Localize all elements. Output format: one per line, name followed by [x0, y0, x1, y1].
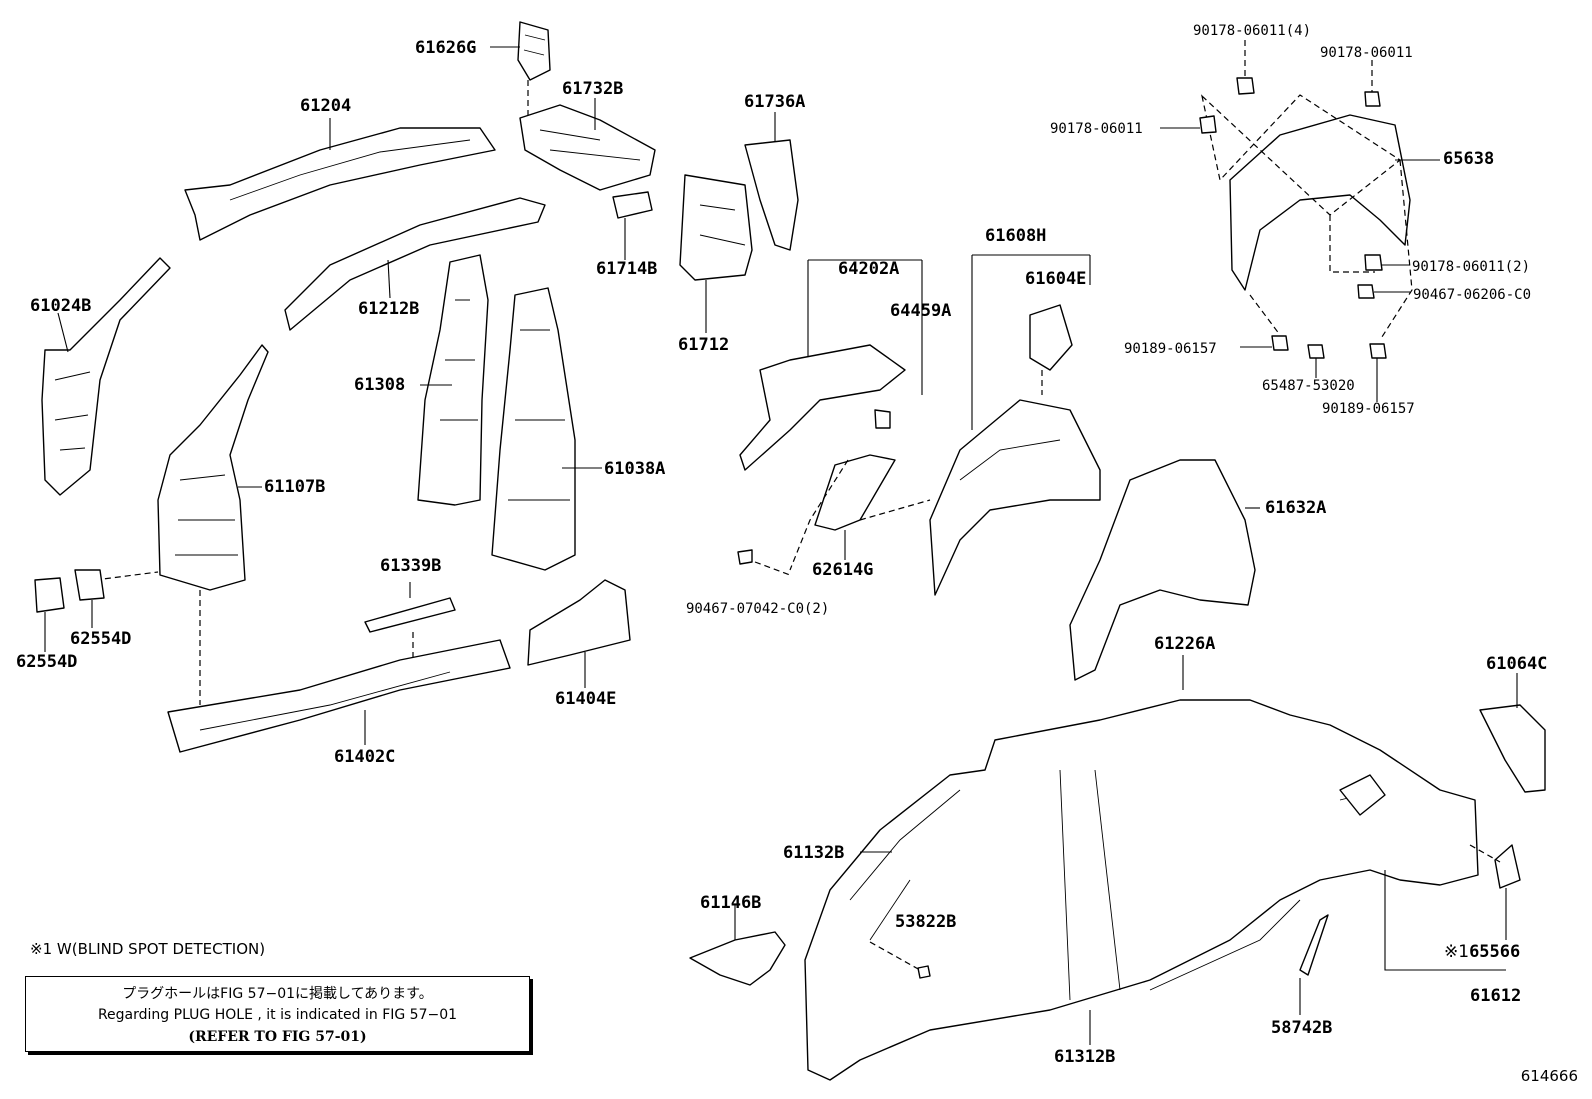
part-61736A-drawing: [744, 112, 799, 251]
label-61604E: 61604E: [1025, 269, 1087, 289]
label-65566: ※165566: [1444, 943, 1520, 961]
label-90467-06206: 90467-06206-C0: [1413, 287, 1532, 303]
label-61736A: 61736A: [744, 92, 806, 112]
label-90178-06011-2: 90178-06011(2): [1412, 259, 1531, 275]
label-61626G: 61626G: [415, 38, 477, 58]
label-64202A: 64202A: [838, 259, 900, 279]
label-65487-53020: 65487-53020: [1262, 378, 1355, 394]
label-61146B: 61146B: [700, 893, 762, 913]
part-61064C-drawing: [1479, 673, 1546, 793]
label-64459A: 64459A: [890, 301, 952, 321]
label-58742B: 58742B: [1271, 1018, 1333, 1038]
part-61038A-drawing: [491, 287, 602, 571]
label-61064C: 61064C: [1486, 654, 1548, 674]
part-61107B-drawing: [94, 344, 269, 705]
label-61339B: 61339B: [380, 556, 442, 576]
part-61212B-drawing: [284, 197, 546, 331]
part-61312B-drawing: [804, 655, 1479, 1081]
part-65638-drawing: [1160, 40, 1440, 402]
part-61608H-drawing: [929, 254, 1101, 596]
label-90178-06011-top: 90178-06011: [1320, 45, 1413, 61]
part-58742B-drawing: [1299, 914, 1329, 1015]
part-62614G-drawing: [737, 454, 931, 576]
part-62554D-drawing: [34, 569, 105, 652]
part-61204-drawing: [184, 118, 496, 241]
mark-1: ※1: [1444, 942, 1470, 962]
label-61312B: 61312B: [1054, 1047, 1116, 1067]
label-61608H: 61608H: [985, 226, 1047, 246]
part-61626G-drawing: [490, 21, 551, 118]
part-53822B-drawing: [869, 941, 931, 979]
label-90178-06011-left: 90178-06011: [1050, 121, 1143, 137]
note-line-refer: (REFER TO FIG 57-01): [188, 1029, 367, 1045]
figure-number: 614666: [1520, 1067, 1578, 1085]
part-61714B-drawing: [612, 191, 653, 260]
part-61732B-drawing: [519, 98, 656, 191]
label-90178-06011-4: 90178-06011(4): [1193, 23, 1312, 39]
label-90189-06157-left: 90189-06157: [1124, 341, 1217, 357]
label-61038A: 61038A: [604, 459, 666, 479]
label-62614G: 62614G: [812, 560, 874, 580]
label-61402C: 61402C: [334, 747, 396, 767]
part-61146B-drawing: [689, 905, 786, 986]
part-61712-drawing: [679, 174, 753, 333]
label-61404E: 61404E: [555, 689, 617, 709]
label-62554D-right: 62554D: [70, 629, 132, 649]
label-61612: 61612: [1470, 986, 1522, 1006]
label-65638: 65638: [1443, 149, 1495, 169]
label-61308: 61308: [354, 375, 406, 395]
label-61212B: 61212B: [358, 299, 420, 319]
label-90189-06157-bottom: 90189-06157: [1322, 401, 1415, 417]
note-line-japanese: プラグホールはFIG 57−01に掲載してあります。: [122, 986, 433, 1002]
part-61308-drawing: [417, 254, 489, 506]
label-62554D-left: 62554D: [16, 652, 78, 672]
plug-hole-note-box: プラグホールはFIG 57−01に掲載してあります。 Regarding PLU…: [25, 976, 530, 1052]
label-61107B: 61107B: [264, 477, 326, 497]
part-65566-drawing: [1384, 844, 1521, 971]
note-blind-spot: ※1 W(BLIND SPOT DETECTION): [30, 940, 266, 958]
part-61402C-drawing: [167, 639, 511, 753]
label-61732B: 61732B: [562, 79, 624, 99]
label-61204: 61204: [300, 96, 352, 116]
part-61632A-drawing: [1069, 459, 1260, 681]
label-53822B: 53822B: [895, 912, 957, 932]
part-64202A-drawing: [739, 259, 923, 471]
label-61714B: 61714B: [596, 259, 658, 279]
label-61132B: 61132B: [783, 843, 845, 863]
label-90467-07042: 90467-07042-C0(2): [686, 601, 830, 617]
part-61024B-drawing: [41, 257, 171, 496]
label-61024B: 61024B: [30, 296, 92, 316]
label-65566-number: 65566: [1469, 942, 1521, 962]
label-61226A: 61226A: [1154, 634, 1216, 654]
label-61712: 61712: [678, 335, 730, 355]
label-61632A: 61632A: [1265, 498, 1327, 518]
part-61404E-drawing: [527, 579, 631, 688]
note-line-english: Regarding PLUG HOLE , it is indicated in…: [97, 1007, 458, 1023]
